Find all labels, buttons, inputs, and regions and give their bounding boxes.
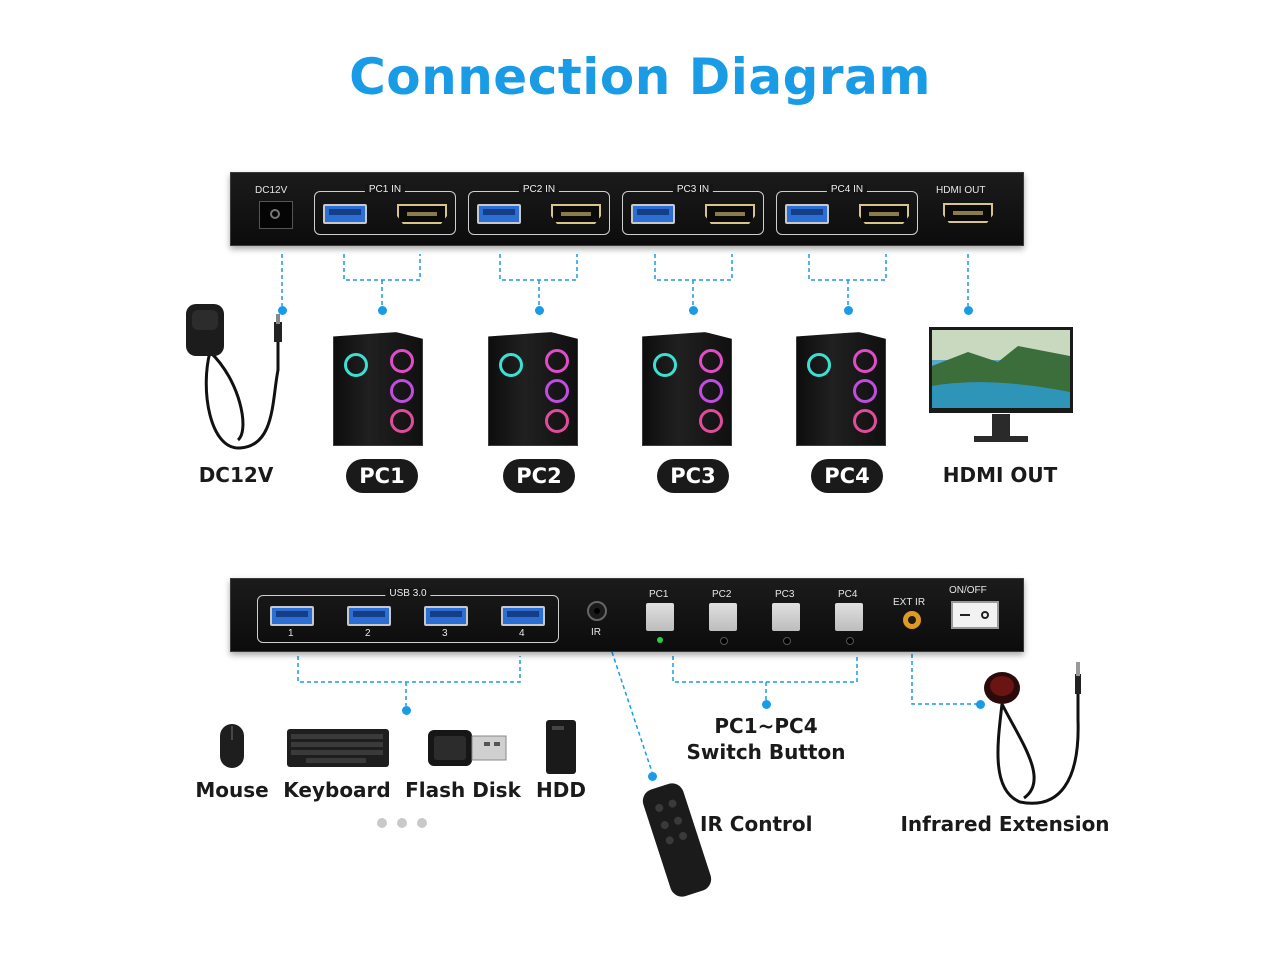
pc4-input-group: PC4 IN — [776, 184, 918, 235]
hdmi-out-port-label: HDMI OUT — [936, 185, 986, 196]
connector-dot — [378, 306, 387, 315]
more-dot — [397, 818, 407, 828]
usb-port-icon — [785, 204, 829, 224]
connector-dot — [648, 772, 657, 781]
infrared-extension-icon — [984, 662, 1081, 805]
flash-disk-label: Flash Disk — [405, 778, 521, 802]
power-adapter-icon — [186, 304, 282, 450]
usb-port-icon — [424, 606, 468, 626]
connector-dot — [762, 700, 771, 709]
hdmi-out-port-icon — [943, 203, 993, 223]
connector-dot — [278, 306, 287, 315]
pc2-led-icon — [720, 637, 728, 645]
infrared-extension-label: Infrared Extension — [900, 812, 1110, 836]
flash-disk-icon — [428, 730, 507, 766]
pc3-button-label: PC3 — [775, 589, 795, 600]
hdmi-port-icon — [551, 204, 601, 224]
connector-dot — [535, 306, 544, 315]
pc3-tower-icon — [642, 332, 732, 446]
switch-button-label-line2: Switch Button — [686, 740, 846, 764]
pc2-tower-icon — [488, 332, 578, 446]
pc3-switch-button[interactable] — [772, 603, 800, 631]
more-dot — [417, 818, 427, 828]
pc3-input-group: PC3 IN — [622, 184, 764, 235]
ir-remote-icon — [642, 783, 712, 897]
pc4-label: PC4 — [811, 459, 883, 493]
hdmi-port-icon — [859, 204, 909, 224]
usb-port-icon — [501, 606, 545, 626]
ir-receiver-icon — [587, 601, 607, 621]
pc1-led-icon — [657, 637, 663, 643]
ext-ir-label: EXT IR — [893, 597, 926, 608]
monitor-icon — [929, 327, 1073, 442]
ext-ir-jack-icon — [903, 611, 921, 629]
usb-port-number: 3 — [442, 628, 448, 639]
connector-dot — [689, 306, 698, 315]
power-switch-label: ON/OFF — [949, 585, 987, 596]
connector-dot — [844, 306, 853, 315]
pc1-in-label: PC1 IN — [364, 184, 406, 195]
keyboard-icon — [287, 729, 389, 767]
switch-button-label-line1: PC1~PC4 — [714, 714, 818, 738]
hdmi-out-label: HDMI OUT — [942, 463, 1058, 487]
usb-port-number: 2 — [365, 628, 371, 639]
dc12v-port-label: DC12V — [255, 185, 288, 196]
power-switch[interactable] — [951, 601, 999, 629]
pc2-switch-button[interactable] — [709, 603, 737, 631]
usb3-label: USB 3.0 — [385, 588, 431, 599]
ir-label: IR — [591, 627, 601, 638]
pc3-in-label: PC3 IN — [672, 184, 714, 195]
pc1-button-label: PC1 — [649, 589, 669, 600]
hdmi-port-icon — [705, 204, 755, 224]
pc4-switch-button[interactable] — [835, 603, 863, 631]
usb-port-icon — [323, 204, 367, 224]
pc2-input-group: PC2 IN — [468, 184, 610, 235]
pc1-input-group: PC1 IN — [314, 184, 456, 235]
pc4-led-icon — [846, 637, 854, 645]
mouse-icon — [220, 724, 244, 768]
pc4-tower-icon — [796, 332, 886, 446]
usb-port-icon — [477, 204, 521, 224]
usb-port-number: 1 — [288, 628, 294, 639]
pc1-tower-icon — [333, 332, 423, 446]
connector-dot — [402, 706, 411, 715]
ir-control-label: IR Control — [700, 812, 813, 836]
more-dot — [377, 818, 387, 828]
usb-port-number: 4 — [519, 628, 525, 639]
pc1-label: PC1 — [346, 459, 418, 493]
kvm-rear-panel: DC12V PC1 IN PC2 IN PC3 IN PC4 IN HDMI O… — [230, 172, 1024, 246]
pc3-label: PC3 — [657, 459, 729, 493]
hdd-label: HDD — [536, 778, 586, 802]
connector-dot — [964, 306, 973, 315]
pc2-label: PC2 — [503, 459, 575, 493]
pc1-switch-button[interactable] — [646, 603, 674, 631]
usb3-port-group: USB 3.0 1 2 3 4 — [257, 588, 559, 643]
hdmi-port-icon — [397, 204, 447, 224]
keyboard-label: Keyboard — [283, 778, 391, 802]
page-title: Connection Diagram — [349, 48, 931, 106]
pc2-button-label: PC2 — [712, 589, 732, 600]
pc4-button-label: PC4 — [838, 589, 858, 600]
pc2-in-label: PC2 IN — [518, 184, 560, 195]
kvm-front-panel: USB 3.0 1 2 3 4 IR PC1 PC2 PC3 PC4 EXT I… — [230, 578, 1024, 652]
usb-port-icon — [347, 606, 391, 626]
hdd-icon — [546, 720, 576, 774]
usb-port-icon — [270, 606, 314, 626]
pc3-led-icon — [783, 637, 791, 645]
connector-dot — [976, 700, 985, 709]
mouse-label: Mouse — [195, 778, 269, 802]
usb-port-icon — [631, 204, 675, 224]
dc12v-label: DC12V — [198, 463, 274, 487]
dc-power-jack — [259, 201, 293, 229]
pc4-in-label: PC4 IN — [826, 184, 868, 195]
